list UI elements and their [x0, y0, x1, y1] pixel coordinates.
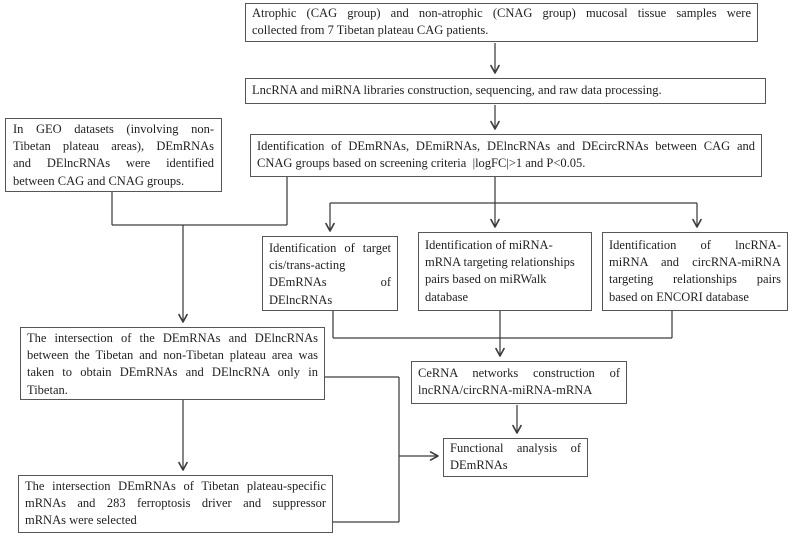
- box-samples: Atrophic (CAG group) and non-atrophic (C…: [245, 3, 758, 42]
- box-ferroptosis-selection: The intersection DEmRNAs of Tibetan plat…: [18, 475, 333, 533]
- box-libraries: LncRNA and miRNA libraries construction,…: [245, 78, 766, 104]
- box-geo-datasets: In GEO datasets (involving non-Tibetan p…: [5, 118, 222, 192]
- box-identification-criteria: Identification of DEmRNAs, DEmiRNAs, DEl…: [250, 134, 762, 177]
- connector-segments: [111, 43, 702, 523]
- box-mirwalk-pairs: Identification of miRNA-mRNA targeting r…: [418, 232, 592, 311]
- box-tibetan-intersection: The intersection of the DEmRNAs and DEln…: [20, 327, 325, 400]
- box-encori-pairs: Identification of lncRNA-miRNA and circR…: [602, 232, 788, 311]
